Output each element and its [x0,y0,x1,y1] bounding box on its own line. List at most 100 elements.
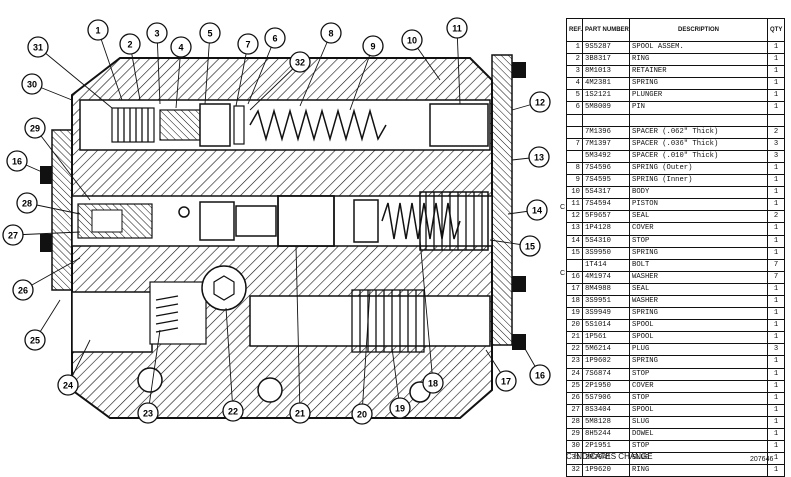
callout-number: 27 [8,231,18,241]
callout-leader [156,32,161,105]
cell-qty: 1 [767,222,785,236]
callout-leader [299,32,332,107]
callout-bubble: 16 [529,364,551,386]
callout-bubble: 2 [119,33,141,55]
cell-qty: 1 [767,367,785,381]
cell-qty: 1 [767,415,785,430]
cell-part: 8H5244 [582,427,630,442]
callout-number: 19 [395,404,405,414]
cell-qty: 1 [767,440,785,454]
callout-circle [222,400,244,422]
cell-part: 8M1013 [582,65,630,79]
cell-ref: 24 [566,367,583,381]
cell-qty: 1 [767,53,785,67]
callout-bubble: 28 [16,192,38,214]
cell-desc: STOP [629,234,768,248]
cell-part: 7S4594 [582,198,630,212]
callout-number: 21 [295,409,305,419]
callout-bubble: 30 [21,73,43,95]
callout-leader [295,245,301,414]
cell-part: 1S2121 [582,89,630,103]
cell-qty: 1 [767,174,785,188]
cell-desc: SPRING [629,307,768,321]
cell-part: 5S4310 [582,234,630,248]
cell-ref: 14 [566,234,583,248]
cell-ref: 32 [566,464,583,477]
cell-part: 5M3492 [582,149,630,163]
callout-leader [37,46,113,109]
callout-bubble: 26 [12,279,34,301]
cell-desc: RING [629,53,768,67]
cell-part: 2M7041 [582,452,630,466]
cell-ref: 28 [566,415,583,430]
callout-number: 1 [95,26,100,36]
cell-qty: 1 [767,101,785,115]
callout-number: 15 [525,242,535,252]
callout-circle [27,36,49,58]
callout-leader [419,239,434,384]
cell-ref: 11 [566,198,583,212]
cell-qty: 1 [767,427,785,442]
cell-part: 5S1014 [582,319,630,333]
cell-ref: 9 [566,174,583,188]
cell-part: 5M8009 [582,101,630,115]
cell-qty: 1 [767,464,785,477]
col-part-number: PART NUMBER [582,18,630,42]
callout-circle [289,402,311,424]
cell-part: 9S5287 [582,40,630,55]
callout-circle [446,17,468,39]
callout-bubble: 13 [528,146,550,168]
cell-ref: 19 [566,307,583,321]
callout-circle [24,329,46,351]
cell-part: 4M2381 [582,77,630,91]
cell-part: 5S7906 [582,391,630,405]
cell-qty: 3 [767,149,785,163]
cell-qty: 1 [767,331,785,345]
callout-leader [349,45,374,111]
upper-bore [79,99,491,151]
cell-qty: 2 [767,125,785,139]
callout-bubble: 7 [237,33,259,55]
cell-part: 5S4317 [582,186,630,200]
callout-bubble: 5 [199,22,221,44]
middle-bore [71,191,493,251]
cell-desc: WASHER [629,294,768,309]
callout-circle [170,36,192,58]
cell-desc [629,113,768,127]
cell-qty: 7 [767,258,785,272]
callout-circle [87,19,109,41]
callout-circle [362,35,384,57]
cell-part: 3S9951 [582,294,630,309]
callout-circle [495,370,517,392]
callout-bubble: 1 [87,19,109,41]
callout-bubble: 31 [27,36,49,58]
callout-bubble: 10 [401,29,423,51]
callout-circle [529,364,551,386]
callout-circle [526,199,548,221]
callout-circle [289,51,311,73]
cell-desc: SPRING (Outer) [629,161,768,176]
callout-leader [361,289,371,415]
cell-qty: 1 [767,452,785,466]
cell-desc: PISTON [629,198,768,212]
cell-part: 3S9949 [582,307,630,321]
cell-part: 1T414 [582,258,630,272]
callout-circle [528,146,550,168]
cell-qty: 1 [767,186,785,200]
callout-number: 17 [501,377,511,387]
callout-number: 26 [18,286,28,296]
cell-qty: 1 [767,294,785,309]
